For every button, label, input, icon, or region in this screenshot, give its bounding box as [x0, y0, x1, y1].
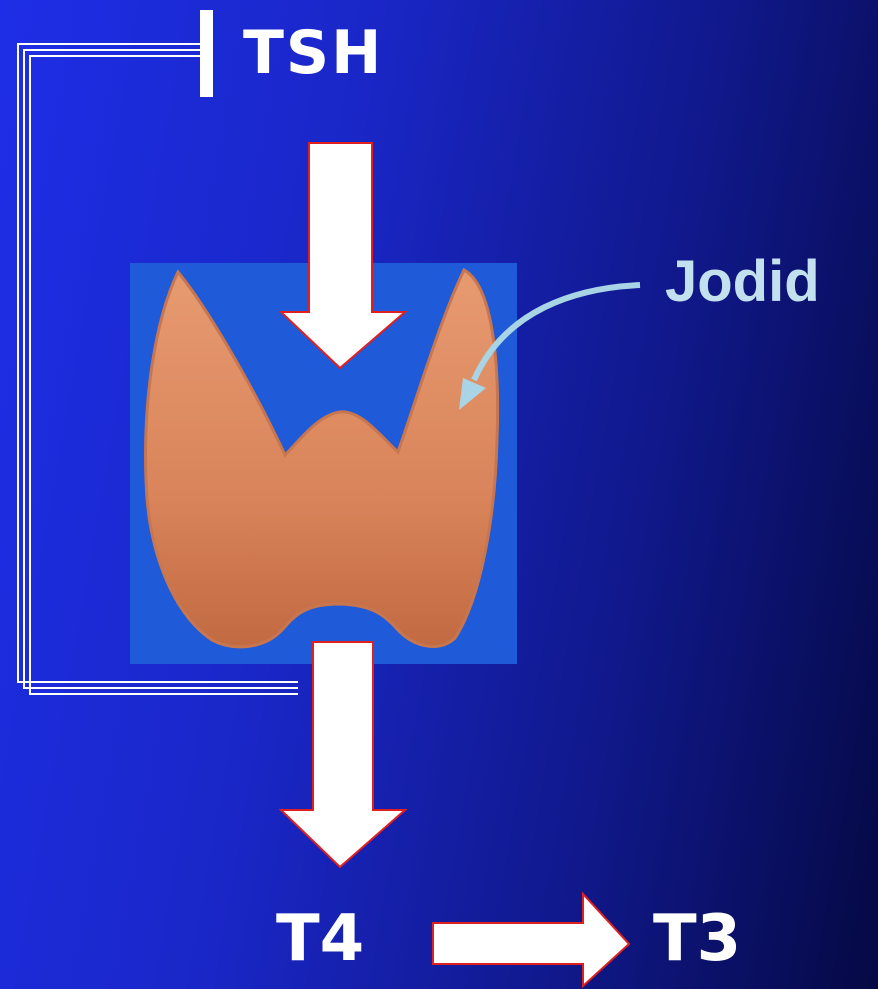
t3-label: T3	[653, 902, 741, 976]
jodid-label: Jodid	[665, 248, 820, 315]
t4-label: T4	[276, 902, 364, 976]
inhibition-bar	[200, 10, 213, 97]
tsh-label: TSH	[243, 18, 383, 88]
gland-to-t4-arrow	[281, 642, 405, 867]
t4-to-t3-arrow	[433, 894, 629, 986]
